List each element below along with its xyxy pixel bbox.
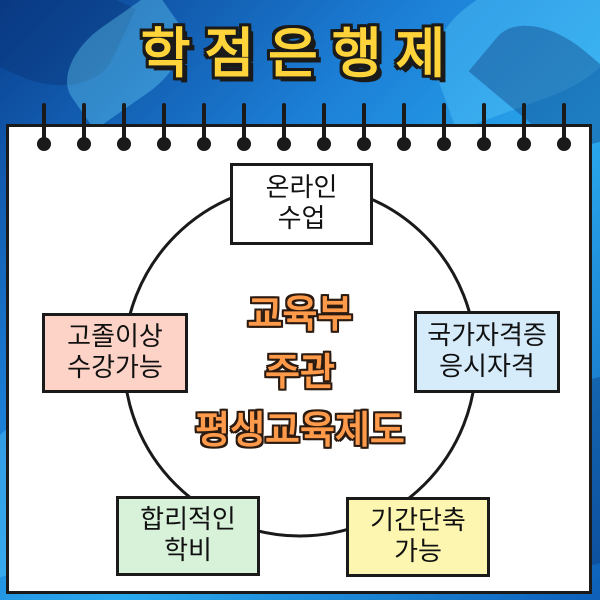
binding-ring [357,103,371,151]
binding-ring [477,103,491,151]
node-national-certificate: 국가자격증 응시자격 [414,311,560,393]
node-high-school-graduate: 고졸이상 수강가능 [42,313,188,393]
binding-ring [557,103,571,151]
binding-ring [77,103,91,151]
binding-ring [437,103,451,151]
node-shorter-duration: 기간단축 가능 [346,497,490,577]
binding-ring [517,103,531,151]
binding-ring [317,103,331,151]
binding-ring [197,103,211,151]
page-title: 학점은행제 [140,21,460,85]
node-reasonable-tuition: 합리적인 학비 [116,496,260,576]
node-online-class: 온라인 수업 [230,163,373,245]
binding-ring [277,103,291,151]
binding-ring [397,103,411,151]
binding-ring [157,103,171,151]
binding-ring [117,103,131,151]
notepad-binding-rings [0,103,600,163]
title-banner: 학점은행제 [0,6,600,90]
center-text: 교육부 주관 평생교육제도 [195,292,405,452]
binding-ring [37,103,51,151]
binding-ring [237,103,251,151]
